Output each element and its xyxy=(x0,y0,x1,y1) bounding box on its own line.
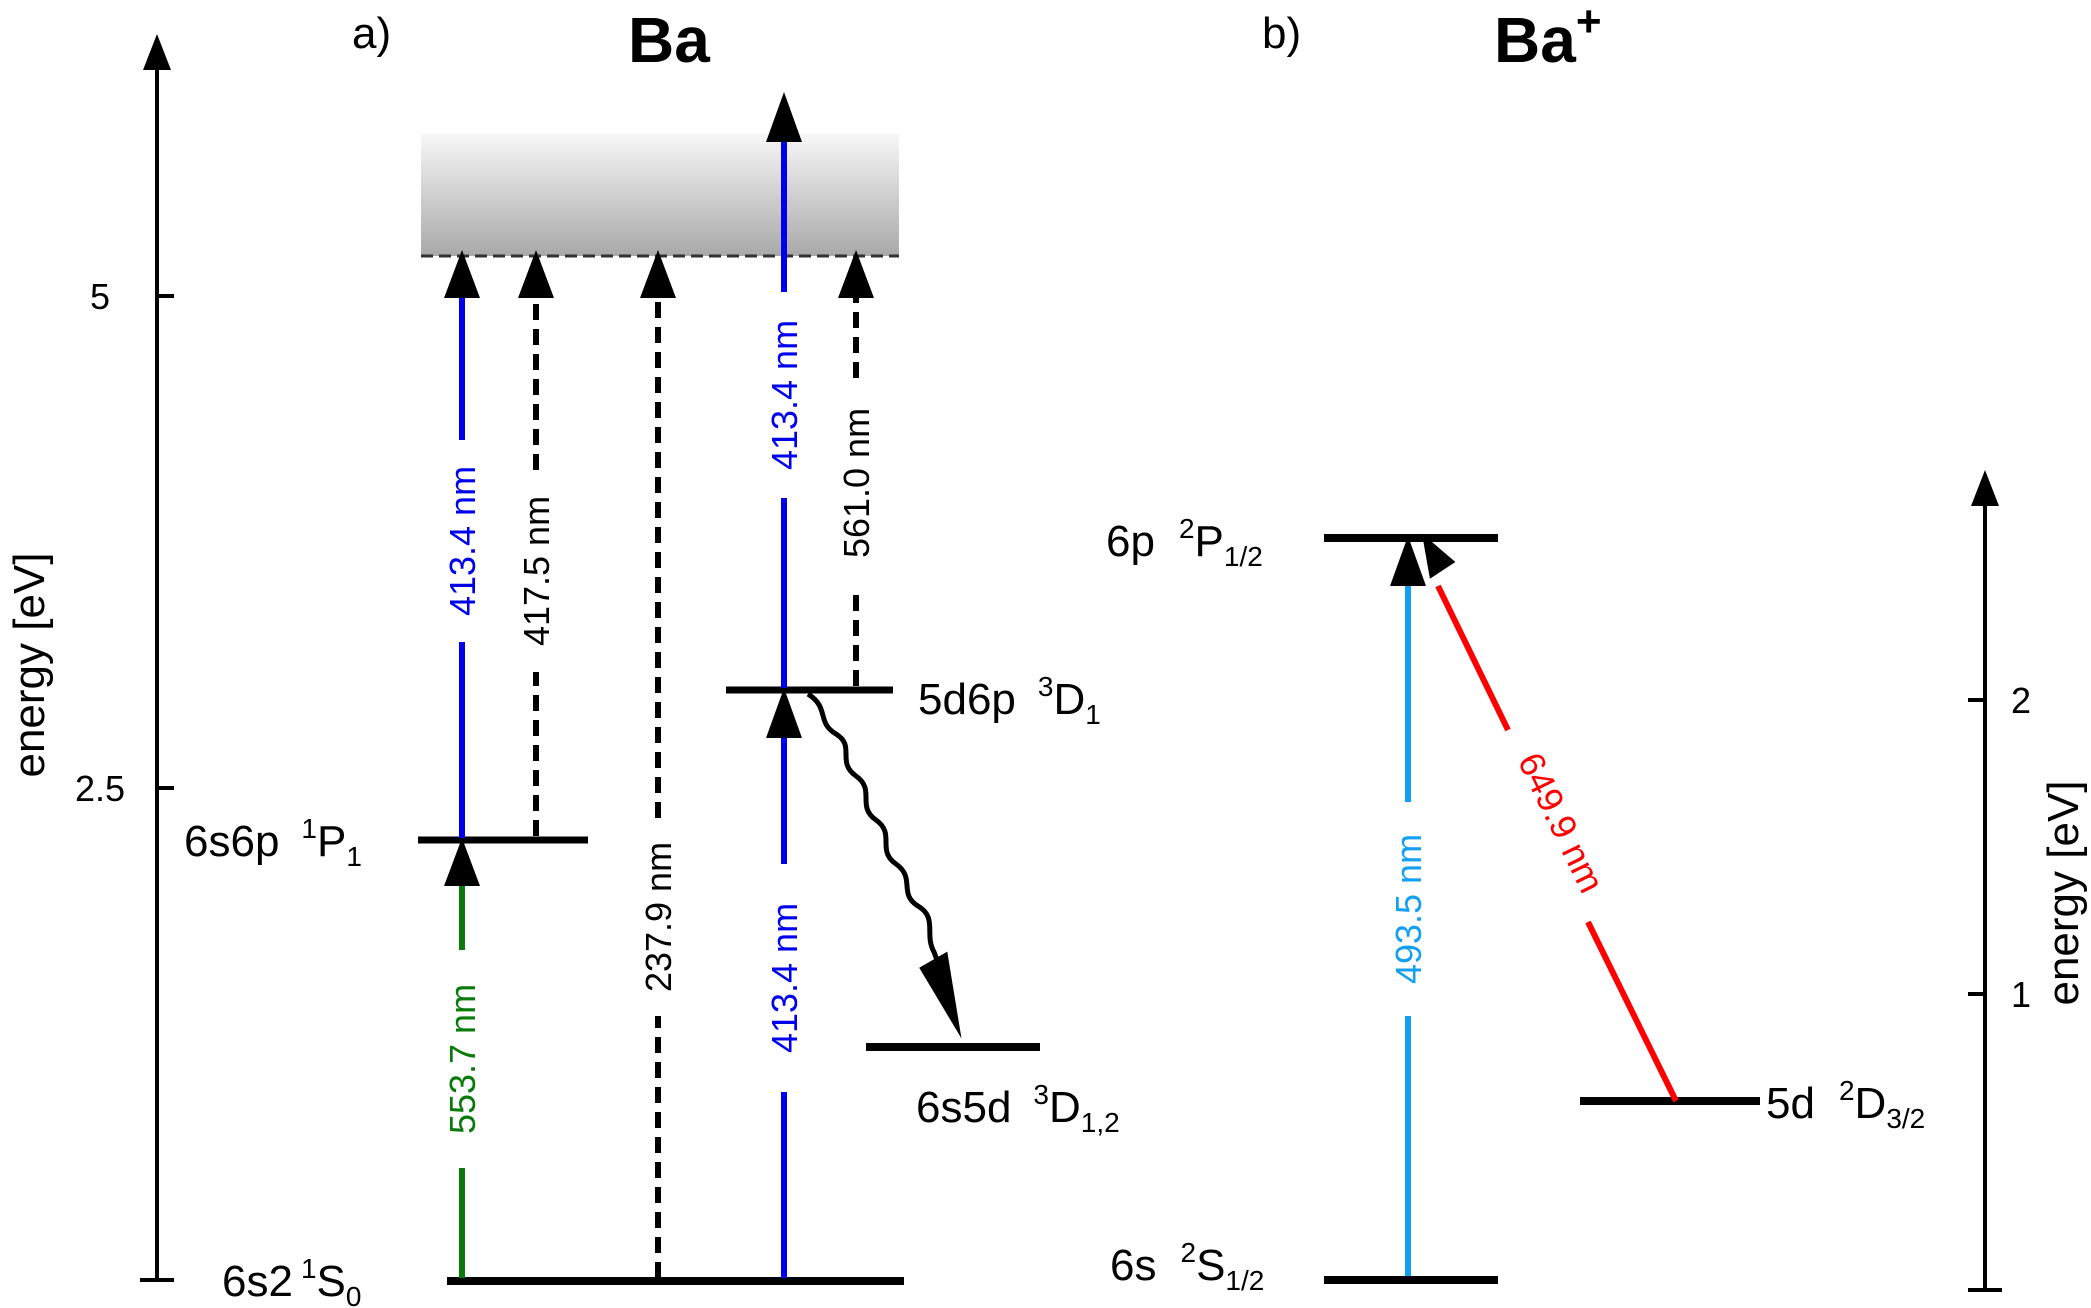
transition-413-4nm-left: 413.4 nm xyxy=(442,250,483,838)
decay-wavy-arrow xyxy=(806,691,962,1039)
transition-label-493-5nm: 493.5 nm xyxy=(1388,834,1429,984)
transition-561-0nm: 561.0 nm xyxy=(836,250,877,686)
panel-a-energy-axis: 5 2.5 energy [eV] xyxy=(5,34,174,1282)
transition-label-417-5nm: 417.5 nm xyxy=(516,496,557,646)
axis-arrowhead xyxy=(1971,470,1999,506)
panel-b-label: b) xyxy=(1262,9,1301,58)
axis-tick-5: 5 xyxy=(90,276,110,317)
transition-label-561-0nm: 561.0 nm xyxy=(836,408,877,558)
axis-label: energy [eV] xyxy=(2039,780,2088,1005)
axis-arrowhead xyxy=(143,34,171,70)
transition-label-413-4nm-right-low: 413.4 nm xyxy=(764,903,805,1053)
transition-label-413-4nm-left: 413.4 nm xyxy=(442,466,483,616)
transition-413-4nm-right-high: 413.4 nm xyxy=(764,92,805,688)
panel-b-energy-axis: 2 1 energy [eV] xyxy=(1968,470,2088,1292)
axis-label: energy [eV] xyxy=(5,552,54,777)
transition-413-4nm-right-low: 413.4 nm xyxy=(764,688,805,1278)
panel-a-title: Ba xyxy=(628,4,710,76)
transition-649-9nm: 649.9 nm xyxy=(1421,533,1679,1103)
transition-493-5nm: 493.5 nm xyxy=(1388,536,1429,1276)
panel-b-title: Ba+ xyxy=(1494,0,1602,76)
transition-417-5nm: 417.5 nm xyxy=(516,250,557,836)
panel-a-label: a) xyxy=(352,9,391,58)
axis-tick-1: 1 xyxy=(2011,974,2031,1015)
transition-label-237-9nm: 237.9 nm xyxy=(638,842,679,992)
transition-label-649-9nm: 649.9 nm xyxy=(1510,746,1613,899)
axis-tick-2: 2 xyxy=(2011,680,2031,721)
transition-553-7nm: 553.7 nm xyxy=(442,838,483,1278)
transition-label-413-4nm-right-high: 413.4 nm xyxy=(764,320,805,470)
axis-tick-2-5: 2.5 xyxy=(75,768,125,809)
ionization-continuum xyxy=(421,134,899,256)
transition-label-553-7nm: 553.7 nm xyxy=(442,984,483,1134)
transition-237-9nm: 237.9 nm xyxy=(638,250,679,1278)
